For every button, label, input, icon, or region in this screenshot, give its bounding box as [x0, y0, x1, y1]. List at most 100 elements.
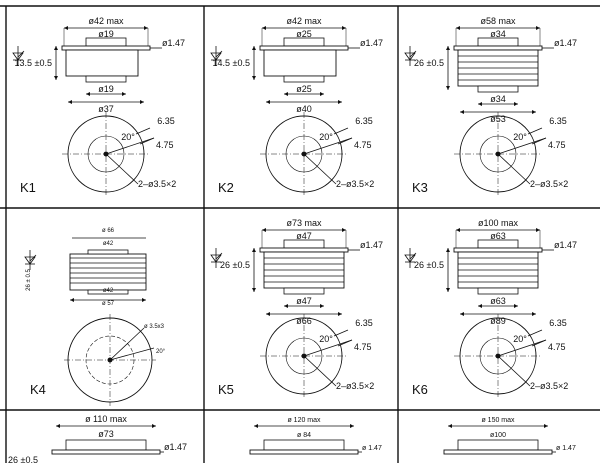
tab-a [527, 329, 543, 337]
angle-label: 20° [319, 334, 333, 344]
top-electrode [283, 37, 325, 47]
bottom-dim-line-head-l [86, 92, 90, 96]
od-dim-line-head-r [342, 228, 346, 232]
bottom-diameter-label: ø47 [296, 296, 312, 306]
tab-b [531, 339, 547, 347]
base-diameter-label: ø40 [296, 104, 312, 114]
holes-leader [497, 153, 531, 185]
base-dim-line-head-r [142, 298, 146, 302]
angle-line [303, 137, 353, 155]
tab-b [531, 137, 547, 145]
top-diameter-label: ø47 [296, 231, 312, 241]
angle-label: 20° [156, 349, 166, 355]
top-electrode [477, 239, 519, 249]
base-dim-line-head-r [338, 312, 342, 316]
device-code-label: K4 [30, 382, 46, 397]
bottom-diameter-label: ø19 [98, 84, 114, 94]
base-diameter-label: ø37 [98, 104, 114, 114]
tab-dim-b-label: 4.75 [548, 140, 566, 150]
base-dim-line-head-l [266, 100, 270, 104]
base-diameter-label: ø66 [296, 316, 312, 326]
top-diameter-label: ø63 [490, 231, 506, 241]
height-dim-line-head-t [252, 248, 256, 252]
holes-label: 2–ø3.5×2 [530, 381, 568, 391]
tab-dim-a-label: 6.35 [549, 318, 567, 328]
diode-triangle [12, 52, 24, 61]
height-label: 26 ± 0.5 [26, 269, 32, 291]
tab-a [135, 127, 151, 135]
od-dim-line-head-r [350, 424, 354, 428]
height-label: 14.5 ±0.5 [213, 58, 250, 68]
top-diameter-label: ø 84 [297, 432, 311, 439]
tab-dim-a-label: 6.35 [355, 318, 373, 328]
height-dim-line-head-t [446, 46, 450, 50]
bottom-electrode [283, 287, 325, 295]
outer-diameter-label: ø 66 [102, 228, 115, 234]
tab-b [337, 137, 353, 145]
tab-dim-a-label: 6.35 [549, 116, 567, 126]
height-dim-line-head-b [446, 86, 450, 90]
height-dim-line-head-t [446, 248, 450, 252]
diode-triangle [210, 52, 222, 61]
diode-triangle [24, 256, 36, 265]
base-dim-line-head-r [532, 312, 536, 316]
angle-line [497, 137, 547, 155]
base-dim-line-head-l [68, 100, 72, 104]
housing-body [263, 49, 337, 77]
angle-label: 20° [513, 334, 527, 344]
top-diameter-label: ø100 [490, 432, 506, 439]
top-electrode [457, 439, 539, 451]
angle-label: 20° [513, 132, 527, 142]
top-diameter-label: ø25 [296, 29, 312, 39]
bottom-diameter-label: ø63 [490, 296, 506, 306]
holes-leader [497, 355, 531, 387]
height-dim-line-head-b [54, 76, 58, 80]
diode-gate [215, 252, 223, 260]
height-dim-line-head-b [446, 288, 450, 292]
diode-symbol-icon [12, 46, 25, 66]
height-label: 26 ±0.5 [414, 58, 444, 68]
gap-label: ø1.47 [554, 240, 577, 250]
top-electrode [263, 439, 345, 451]
top-electrode [87, 249, 129, 255]
od-dim-line-head-l [64, 26, 68, 30]
diode-triangle [404, 254, 416, 263]
top-diameter-label: ø34 [490, 29, 506, 39]
base-diameter-label: ø53 [490, 114, 506, 124]
top-electrode [85, 37, 127, 47]
od-dim-line-head-l [448, 424, 452, 428]
angle-line [105, 137, 155, 155]
bottom-dim-line-head-l [284, 304, 288, 308]
outer-diameter-label: ø73 max [286, 218, 322, 228]
gap-label: ø1.47 [162, 38, 185, 48]
flange [453, 247, 543, 253]
height-dim-line-head-b [252, 76, 256, 80]
bottom-dim-line-head-l [478, 304, 482, 308]
od-dim-line-head-r [342, 26, 346, 30]
angle-line [497, 339, 547, 357]
flange [443, 449, 553, 455]
base-dim-line-head-l [460, 312, 464, 316]
bottom-diameter-label: ø25 [296, 84, 312, 94]
diode-symbol-icon [404, 46, 417, 66]
diode-triangle [404, 52, 416, 61]
outer-diameter-label: ø42 max [286, 16, 322, 26]
holes-leader [105, 153, 139, 185]
gap-label: ø1.47 [164, 442, 187, 452]
bottom-dim-line-head-r [320, 92, 324, 96]
flange [259, 247, 349, 253]
flange [259, 45, 349, 51]
od-dim-line-head-r [536, 26, 540, 30]
gap-label: ø 1.47 [556, 445, 576, 452]
tab-b [337, 339, 353, 347]
diode-gate [215, 50, 223, 58]
height-label: 26 ±0.5 [8, 455, 38, 463]
top-diameter-label: ø42 [103, 241, 114, 247]
base-diameter-label: ø 57 [102, 301, 115, 307]
gap-label: ø1.47 [360, 38, 383, 48]
angle-label: 20° [319, 132, 333, 142]
